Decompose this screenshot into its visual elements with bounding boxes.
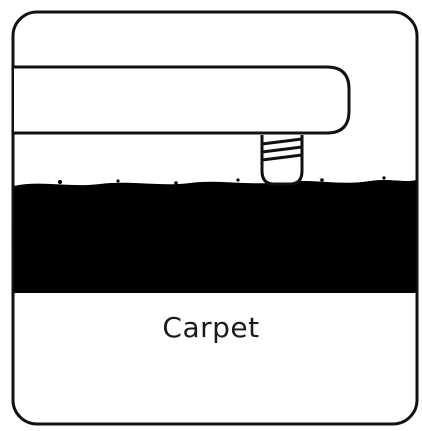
screw-glide-foot-icon	[260, 135, 304, 186]
carpet-layer-icon	[14, 180, 416, 293]
furniture-panel-icon	[14, 65, 351, 135]
carpet-texture	[58, 176, 386, 185]
surface-type-label: Carpet	[162, 311, 260, 344]
